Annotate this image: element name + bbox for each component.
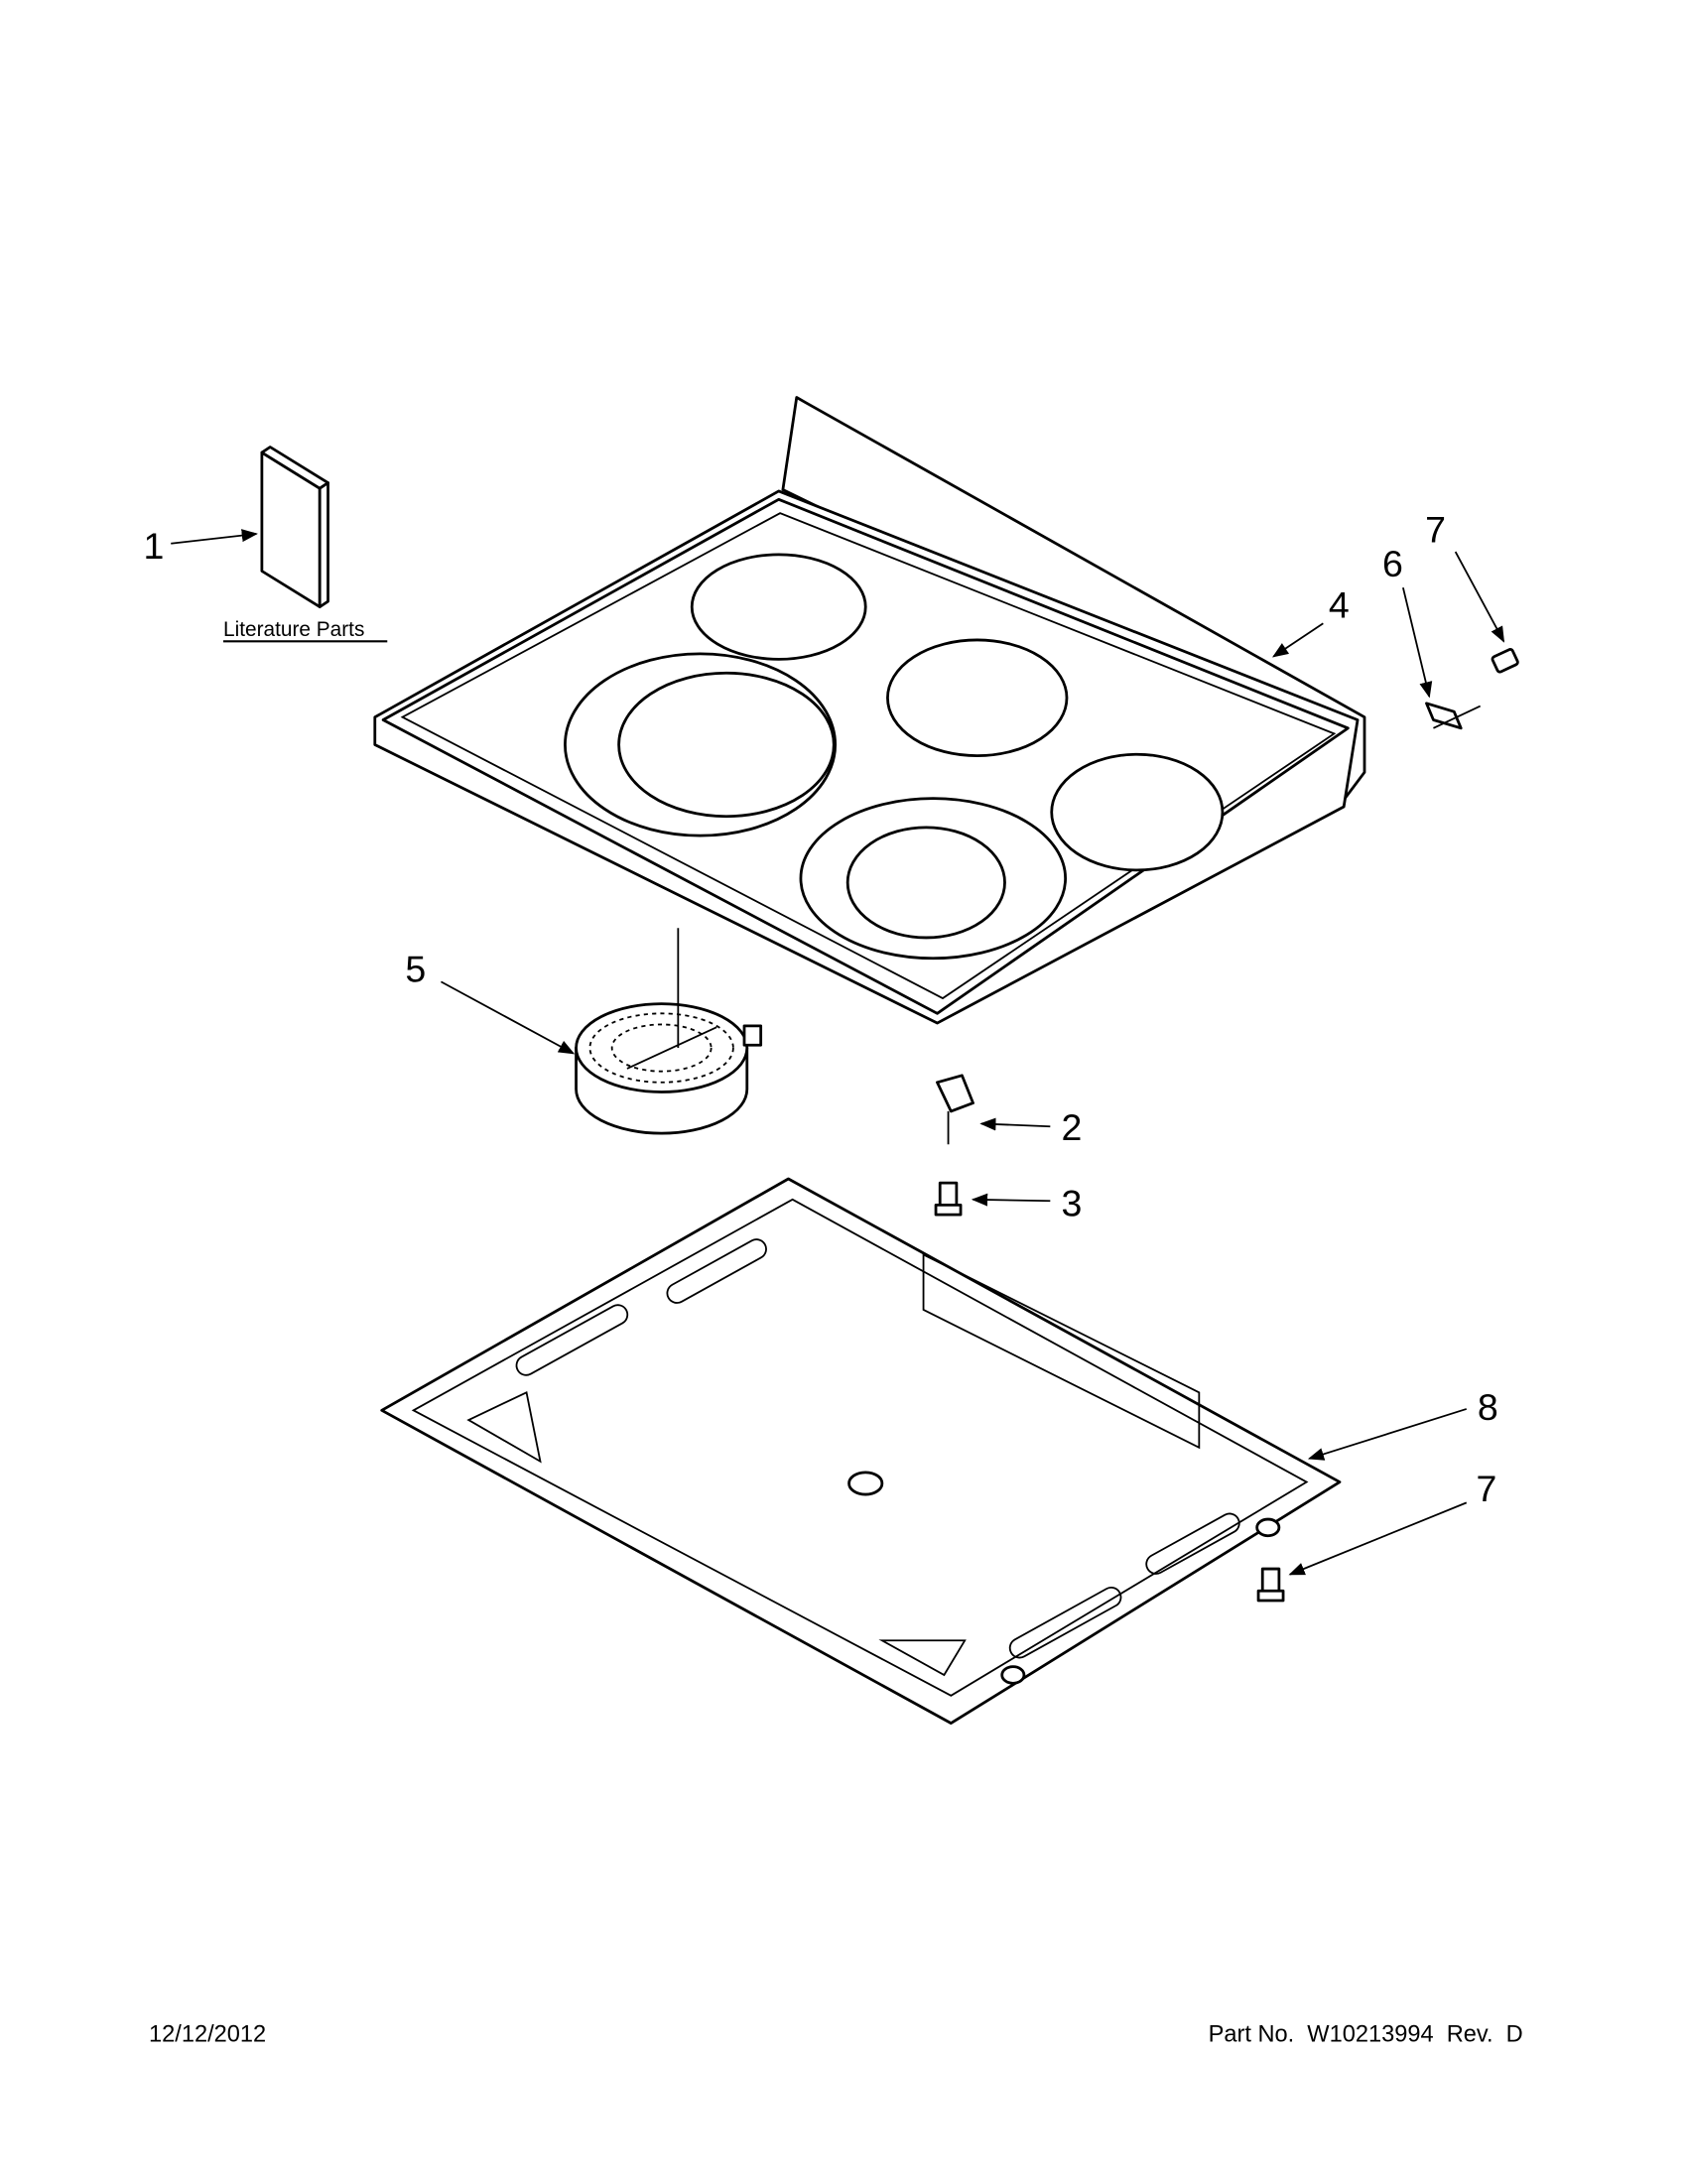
burner-center: [886, 638, 1069, 757]
callout-5: 5: [405, 948, 426, 989]
literature-book: [260, 446, 329, 608]
burner-box-pan: [380, 1177, 1342, 1725]
callout-7-top: 7: [1425, 508, 1446, 550]
callout-3-arrow: [971, 1193, 1051, 1207]
radiant-element: [575, 928, 763, 1135]
callout-2: 2: [1061, 1106, 1082, 1148]
callout-6-arrow: [1402, 586, 1433, 699]
callout-2-arrow: [979, 1117, 1051, 1131]
cooktop: [373, 396, 1366, 1025]
callout-8-arrow: [1307, 1408, 1468, 1461]
callout-8: 8: [1478, 1386, 1498, 1428]
screw-part-7-top: [1491, 648, 1519, 674]
burner-front-right-inner: [845, 826, 1006, 940]
footer-part-number: Part No. W10213994 Rev. D: [1209, 2021, 1523, 2047]
callout-7-bottom: 7: [1477, 1468, 1497, 1509]
footer-date: 12/12/2012: [149, 2021, 266, 2047]
bracket-part-6: [1425, 702, 1482, 730]
callout-3: 3: [1061, 1183, 1082, 1224]
callout-6: 6: [1382, 543, 1403, 584]
callout-5-arrow: [441, 980, 576, 1055]
callout-4: 4: [1329, 584, 1350, 626]
clip-part-2: [936, 1074, 974, 1145]
screw-part-3: [934, 1181, 963, 1217]
callout-7-top-arrow: [1454, 551, 1505, 643]
callout-1-arrow: [171, 529, 258, 545]
burner-back-right: [1050, 752, 1225, 872]
screw-part-7-bottom: [1256, 1567, 1285, 1603]
burner-back-left: [690, 553, 867, 661]
callout-4-arrow: [1271, 622, 1324, 658]
burner-front-left-inner: [617, 671, 836, 819]
literature-parts-caption: Literature Parts: [223, 618, 364, 641]
callout-7-bottom-arrow: [1288, 1501, 1468, 1576]
callout-1: 1: [143, 525, 164, 567]
